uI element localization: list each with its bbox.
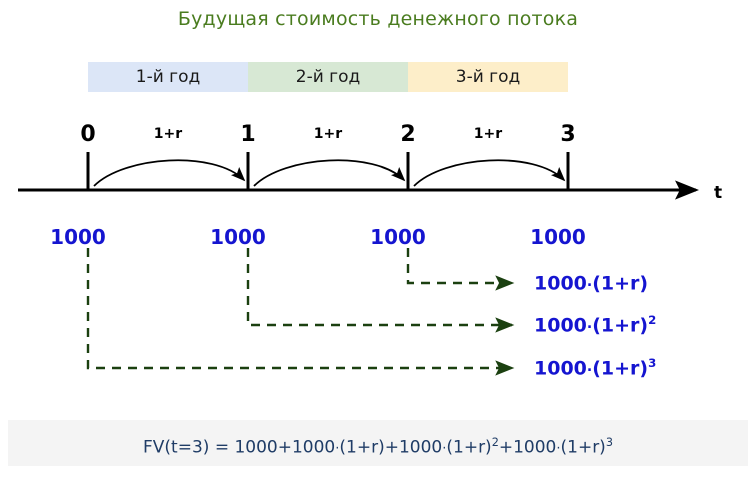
result-2-base: 1000 bbox=[534, 314, 587, 337]
growth-rate-label-1: 1+r bbox=[153, 126, 183, 142]
formula-term-4-dot: · bbox=[556, 441, 561, 457]
result-1-dot: · bbox=[586, 277, 593, 294]
dashed-path-t2 bbox=[406, 248, 515, 291]
growth-arc-0-to-1 bbox=[93, 159, 246, 187]
tick-label-1: 1 bbox=[240, 122, 256, 147]
result-2-factor: (1+r) bbox=[592, 314, 649, 337]
formula-plus-2: + bbox=[384, 437, 399, 458]
result-3-dot: · bbox=[586, 362, 593, 379]
future-value-term-2: 1000·(1+r)2 bbox=[534, 313, 656, 336]
formula-lhs: FV(t=3) = bbox=[143, 437, 235, 458]
time-axis-label: t bbox=[714, 183, 723, 203]
tick-label-3: 3 bbox=[560, 122, 576, 147]
formula-plus-3: + bbox=[498, 437, 514, 458]
future-value-formula: FV(t=3) = 1000+1000·(1+r)+1000·(1+r)2+10… bbox=[8, 420, 748, 466]
formula-term-4-exponent: 3 bbox=[605, 436, 613, 449]
result-1-base: 1000 bbox=[534, 272, 587, 295]
cash-flow-t1: 1000 bbox=[210, 225, 266, 249]
result-3-base: 1000 bbox=[534, 357, 587, 380]
future-value-term-1: 1000·(1+r) bbox=[534, 271, 648, 294]
tick-label-0: 0 bbox=[80, 122, 96, 147]
formula-term-4-base: 1000 bbox=[513, 437, 557, 458]
result-2-exponent: 2 bbox=[648, 313, 657, 327]
year-band-2: 2-й год bbox=[248, 62, 408, 92]
cash-flow-t2: 1000 bbox=[370, 225, 426, 249]
formula-term-2-dot: · bbox=[335, 441, 340, 457]
result-2-dot: · bbox=[586, 319, 593, 336]
growth-rate-label-2: 1+r bbox=[313, 126, 343, 142]
formula-term-4-factor: (1+r) bbox=[560, 437, 606, 458]
result-3-exponent: 3 bbox=[648, 356, 657, 370]
growth-arc-1-to-2 bbox=[253, 159, 406, 187]
formula-term-3-dot: · bbox=[442, 441, 447, 457]
formula-term-1: 1000 bbox=[234, 437, 278, 458]
result-3-factor: (1+r) bbox=[592, 357, 649, 380]
formula-background-band bbox=[8, 420, 748, 466]
year-band-3: 3-й год bbox=[408, 62, 568, 92]
dashed-path-t0 bbox=[86, 248, 515, 376]
formula-term-2-factor: (1+r) bbox=[339, 437, 385, 458]
cash-flow-t0: 1000 bbox=[50, 225, 106, 249]
page-title: Будущая стоимость денежного потока bbox=[177, 8, 579, 30]
formula-term-3-exponent: 2 bbox=[491, 436, 499, 449]
formula-term-3-factor: (1+r) bbox=[446, 437, 492, 458]
tick-label-2: 2 bbox=[400, 122, 416, 147]
formula-plus-1: + bbox=[277, 437, 292, 458]
cash-flow-t3: 1000 bbox=[530, 225, 586, 249]
result-1-factor: (1+r) bbox=[592, 272, 649, 295]
future-value-term-3: 1000·(1+r)3 bbox=[534, 356, 656, 379]
growth-rate-label-3: 1+r bbox=[473, 126, 503, 142]
dashed-path-t1 bbox=[246, 248, 515, 333]
growth-arc-2-to-3 bbox=[413, 159, 566, 187]
formula-term-3-base: 1000 bbox=[398, 437, 443, 458]
year-band-1: 1-й год bbox=[88, 62, 248, 92]
formula-term-2-base: 1000 bbox=[291, 437, 336, 458]
